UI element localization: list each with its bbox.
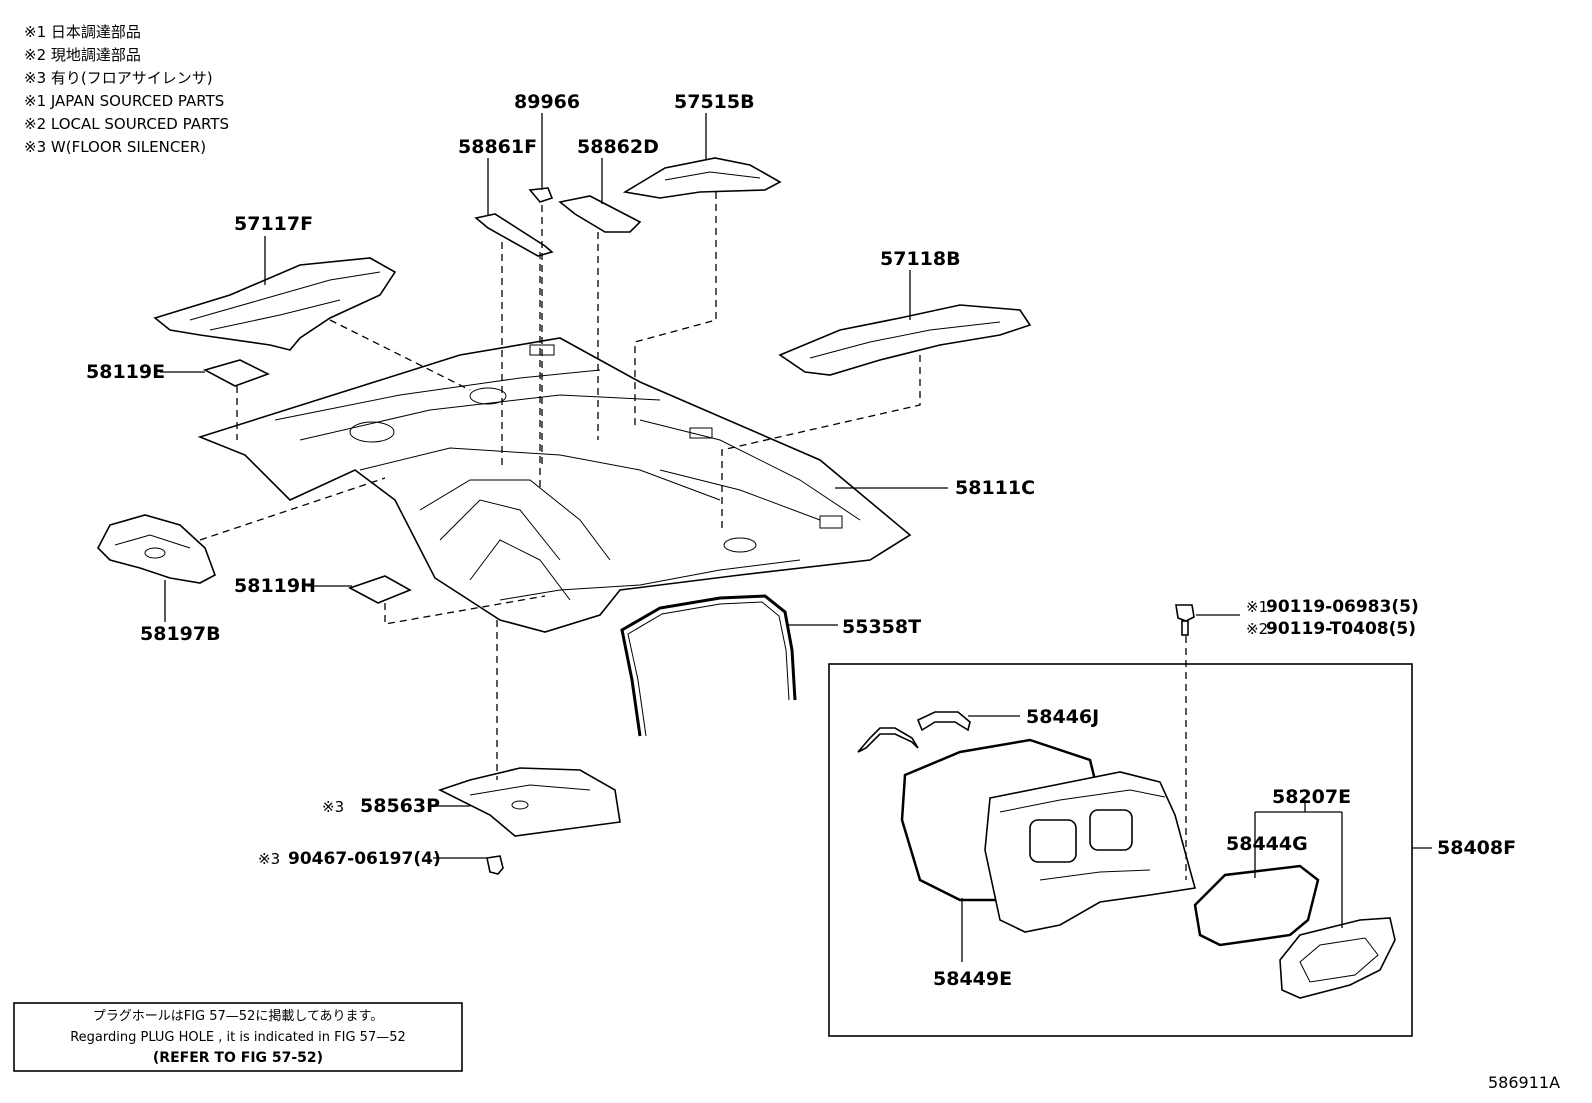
label-90467-06197: 90467-06197(4) bbox=[288, 849, 441, 869]
part-58563P-shape bbox=[437, 767, 621, 837]
part-58861F-shape bbox=[474, 213, 554, 257]
part-90467-shape bbox=[486, 855, 504, 875]
label-58119H: 58119H bbox=[234, 575, 316, 597]
label-90119-mark-1: ※1 bbox=[1246, 598, 1268, 616]
label-58861F: 58861F bbox=[458, 136, 537, 158]
label-58444G: 58444G bbox=[1226, 833, 1308, 855]
label-90119-06983: 90119-06983(5) bbox=[1266, 597, 1419, 617]
part-58207E-shape bbox=[1279, 917, 1396, 999]
part-58862D-shape bbox=[558, 195, 642, 233]
label-58563P: 58563P bbox=[360, 795, 440, 817]
part-57118B-shape bbox=[778, 304, 1032, 376]
part-89966-shape bbox=[528, 187, 554, 203]
leader-lines bbox=[160, 113, 1432, 962]
part-58197B-shape bbox=[97, 514, 216, 584]
label-58446J: 58446J bbox=[1026, 706, 1099, 728]
part-90119-bolt-shape bbox=[1175, 604, 1195, 636]
note-2-jp: ※2 現地調達部品 bbox=[24, 46, 141, 64]
label-90467-mark: ※3 bbox=[258, 850, 280, 868]
part-58119E-shape bbox=[202, 359, 271, 387]
part-58446J-shape bbox=[857, 711, 971, 753]
note-3-en: ※3 W(FLOOR SILENCER) bbox=[24, 138, 206, 156]
part-57515B-shape bbox=[622, 157, 782, 199]
label-58111C: 58111C bbox=[955, 477, 1035, 499]
part-55358T-shape bbox=[620, 594, 797, 737]
reference-note: プラグホールはFIG 57—52に掲載してあります。 Regarding PLU… bbox=[70, 1008, 406, 1066]
reference-note-refer: (REFER TO FIG 57-52) bbox=[153, 1050, 323, 1066]
label-89966: 89966 bbox=[514, 91, 580, 113]
figure-id: 586911A bbox=[1488, 1073, 1560, 1092]
reference-note-en: Regarding PLUG HOLE , it is indicated in… bbox=[70, 1030, 406, 1045]
label-58449E: 58449E bbox=[933, 968, 1012, 990]
legend-notes: ※1 日本調達部品 ※2 現地調達部品 ※3 有り(フロアサイレンサ) ※1 J… bbox=[24, 23, 229, 156]
part-labels: 89966 57515B 58861F 58862D 57117F 57118B… bbox=[86, 91, 1516, 990]
part-58444G-shape bbox=[1193, 864, 1320, 947]
reference-note-box bbox=[13, 1002, 463, 1072]
assembly-dashed-lines bbox=[199, 192, 1187, 880]
label-58119E: 58119E bbox=[86, 361, 165, 383]
label-57118B: 57118B bbox=[880, 248, 961, 270]
reference-note-jp: プラグホールはFIG 57—52に掲載してあります。 bbox=[93, 1008, 384, 1024]
label-57117F: 57117F bbox=[234, 213, 313, 235]
note-3-jp: ※3 有り(フロアサイレンサ) bbox=[24, 69, 213, 87]
label-57515B: 57515B bbox=[674, 91, 755, 113]
label-58563P-mark: ※3 bbox=[322, 798, 344, 816]
note-1-en: ※1 JAPAN SOURCED PARTS bbox=[24, 92, 224, 110]
part-57117F-shape bbox=[153, 257, 397, 351]
label-58408F: 58408F bbox=[1437, 837, 1516, 859]
kit-58408F-box bbox=[828, 663, 1413, 1037]
label-58197B: 58197B bbox=[140, 623, 221, 645]
note-2-en: ※2 LOCAL SOURCED PARTS bbox=[24, 115, 229, 133]
label-90119-T0408: 90119-T0408(5) bbox=[1266, 619, 1416, 639]
part-58119H-shape bbox=[348, 575, 412, 604]
label-58207E: 58207E bbox=[1272, 786, 1351, 808]
label-58862D: 58862D bbox=[577, 136, 659, 158]
label-90119-mark-2: ※2 bbox=[1246, 620, 1268, 638]
note-1-jp: ※1 日本調達部品 bbox=[24, 23, 141, 41]
floor-pan-shape bbox=[197, 337, 912, 633]
door-trim-panel-shape bbox=[984, 771, 1197, 933]
label-55358T: 55358T bbox=[842, 616, 921, 638]
